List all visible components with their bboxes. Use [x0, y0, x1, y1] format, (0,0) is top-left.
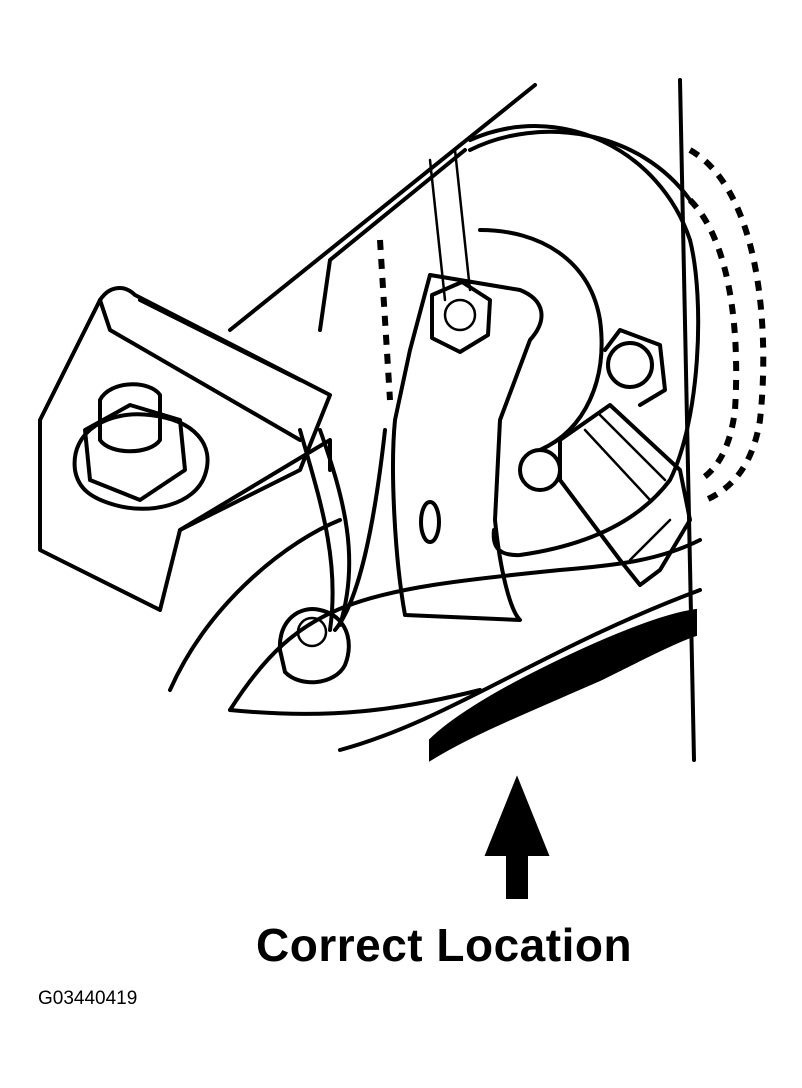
- support-strap-edge: [228, 83, 537, 332]
- hidden-horn-outline: [688, 147, 767, 503]
- bracket-slot: [419, 500, 441, 544]
- ground-wire: [333, 428, 387, 632]
- wire-connector: [558, 403, 692, 587]
- bracket-bolt-hex: [83, 403, 187, 502]
- support-strap-edge-lower: [318, 148, 467, 332]
- harness-wire-1: [298, 428, 335, 632]
- ground-nut: [277, 607, 351, 685]
- terminal-ring: [606, 341, 654, 389]
- bracket-bolt-stud: [98, 382, 162, 454]
- angle-bracket-fold: [98, 298, 302, 442]
- angle-bracket: [38, 286, 332, 612]
- correct-location-flange: [429, 608, 697, 762]
- harness-wire-2: [318, 428, 352, 627]
- horn-bracket: [391, 273, 544, 622]
- ground-nut-stud: [296, 616, 328, 648]
- wire-connector-detail: [583, 413, 672, 562]
- horn-body: [468, 124, 701, 558]
- bracket-bolt-washer: [72, 412, 210, 511]
- fender-lip: [338, 588, 702, 752]
- bracket-nut: [430, 280, 492, 354]
- fender-curve-upper: [168, 518, 342, 692]
- fender-base: [228, 688, 482, 716]
- fender-curve-lower: [228, 538, 702, 712]
- bracket-nut-stud: [443, 298, 477, 332]
- body-panel-edge: [678, 78, 696, 762]
- horn-face: [478, 228, 604, 452]
- hidden-horn-outline-inner: [687, 197, 740, 483]
- arrow-up-icon: [484, 775, 550, 899]
- figure-id: G03440419: [38, 988, 138, 1009]
- terminal-ring-tab: [603, 328, 667, 407]
- support-strap-dashes: [377, 239, 393, 401]
- callout-label: Correct Location: [256, 919, 633, 971]
- horn-terminal-post: [518, 448, 562, 492]
- horn-wire-upper: [468, 129, 692, 202]
